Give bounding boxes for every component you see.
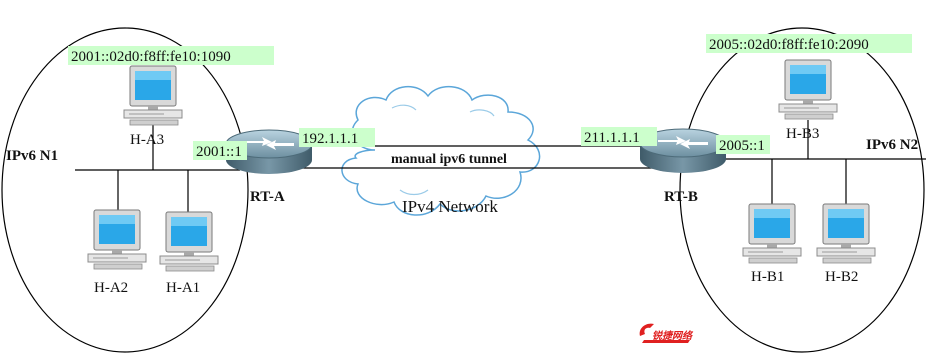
highlight-rtb-ipv4 [581,127,657,146]
computer-icon [742,203,802,264]
computer-icon [816,203,876,264]
network-a-boundary [1,27,249,353]
host-a-address: 2001::02d0:f8ff:fe10:1090 [71,49,231,65]
computer-icon [159,211,219,272]
host-label-hb1: H-B1 [751,269,784,285]
highlight-rta-ipv4 [299,128,375,147]
svg-text:锐捷网络: 锐捷网络 [652,330,694,342]
router-b-ipv4: 211.1.1.1 [584,130,640,146]
cloud-icon [341,86,541,216]
host-b-address: 2005::02d0:f8ff:fe10:2090 [709,37,869,53]
computer-icon [778,59,838,120]
watermark-logo: 锐捷网络 [639,323,694,343]
host-label-ha2: H-A2 [94,280,128,296]
host-label-ha1: H-A1 [166,280,200,296]
tunnel-label: manual ipv6 tunnel [391,152,507,167]
host-label-hb2: H-B2 [825,269,858,285]
router-b-ipv6: 2005::1 [719,138,765,154]
network-b-name: IPv6 N2 [866,137,918,153]
network-b-boundary [679,27,925,353]
computer-icon [87,209,147,270]
cloud-label: IPv4 Network [402,197,498,216]
network-a-name: IPv6 N1 [6,148,58,164]
highlight-host-b-address [706,34,912,53]
router-a-ipv6: 2001::1 [196,144,242,160]
highlight-host-a-address [68,46,274,65]
host-label-hb3: H-B3 [786,126,819,142]
highlight-rta-ipv6 [193,141,247,160]
router-a-label: RT-A [250,189,285,205]
router-b-label: RT-B [664,189,698,205]
host-label-ha3: H-A3 [130,132,164,148]
highlight-rtb-ipv6 [716,135,770,154]
computer-icon [123,65,183,126]
router-a-ipv4: 192.1.1.1 [302,131,358,147]
